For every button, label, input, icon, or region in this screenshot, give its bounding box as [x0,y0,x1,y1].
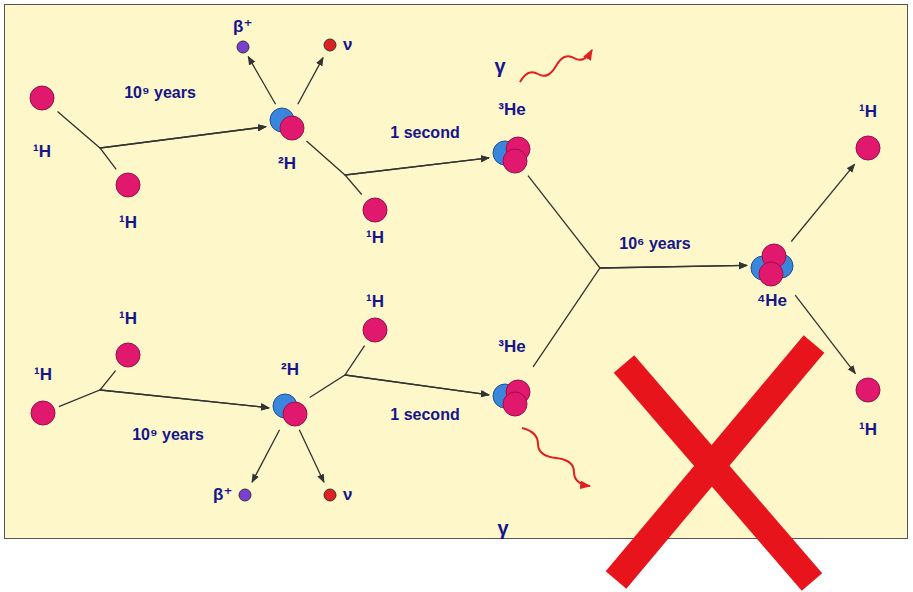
particle-node: ³He [492,337,532,417]
particle-label: ²H [281,360,299,380]
particle-label: ²H [278,154,296,174]
particle-label: ¹H [366,292,384,312]
reaction-arrow [307,141,490,175]
reaction-arrow [248,57,275,105]
particle-glyph [854,134,882,162]
neutrino-dot [324,39,336,51]
particle-label: ⁴He [757,291,787,311]
reaction-arrow [252,430,280,483]
cross-stroke [624,364,812,582]
gamma-label: γ [497,517,508,539]
particle-glyph [361,196,389,224]
particle-glyph [238,488,252,502]
particle-label: ν [343,485,352,505]
reaction-arrow [345,346,489,395]
time-label: 10⁶ years [619,234,690,253]
time-label: 10⁹ years [124,83,196,102]
particle-glyph [272,392,308,428]
particle-glyph [28,84,56,112]
particle-node: β⁺ [213,485,252,505]
gamma-wave [520,50,592,82]
reaction-arrow [791,164,854,241]
particle-glyph [492,136,532,174]
reaction-arrow [59,390,269,408]
proton-circle [116,173,140,197]
particle-glyph [114,341,142,369]
particle-glyph [236,40,250,54]
particle-label: ³He [498,337,525,357]
particle-label: ¹H [34,365,52,385]
reaction-arrow [299,430,324,483]
positron-dot [237,41,249,53]
gamma-wave [522,428,590,486]
reaction-arrow [345,158,489,195]
particle-glyph [29,399,57,427]
particle-label: β⁺ [233,17,252,37]
proton-circle [503,149,527,173]
particle-node: ¹H [854,376,882,440]
particle-label: ¹H [859,420,877,440]
particle-label: ¹H [119,309,137,329]
time-label: 1 second [390,405,459,424]
particle-label: ¹H [119,213,137,233]
proton-circle [856,378,880,402]
proton-circle [283,402,307,426]
particle-label: β⁺ [213,485,232,505]
particle-glyph [114,171,142,199]
particle-glyph [750,243,794,287]
particle-glyph [854,376,882,404]
particle-label: ³He [498,100,525,120]
particle-node: ¹H [361,196,389,248]
proton-circle [30,86,54,110]
proton-circle [363,318,387,342]
proton-circle [503,392,527,416]
proton-circle [31,401,55,425]
particle-node: ³He [492,100,532,174]
reaction-arrow [298,58,323,105]
proton-circle [759,262,783,286]
particle-label: ¹H [859,102,877,122]
reaction-arrow [100,127,266,170]
reaction-arrow [100,371,269,408]
particle-node: ν [323,485,352,505]
particle-node: ²H [272,360,308,428]
particle-node: β⁺ [233,17,252,54]
particle-node: ¹H [114,309,142,369]
cross-stroke [616,344,814,580]
particle-node: ¹H [28,84,56,162]
neutrino-dot [324,489,336,501]
particle-glyph [492,379,532,417]
reaction-arrow [310,375,489,398]
particle-label: ν [343,35,352,55]
proton-circle [280,116,304,140]
time-label: 1 second [390,123,459,142]
proton-circle [856,136,880,160]
reaction-arrow [795,295,855,373]
reaction-arrow [528,176,747,268]
proton-circle [116,343,140,367]
reaction-arrow [58,111,267,148]
reaction-arrow [533,265,747,366]
gamma-label: γ [494,55,505,77]
particle-node: ν [323,35,352,55]
particle-label: ¹H [33,142,51,162]
particle-node: ¹H [114,171,142,233]
proton-circle [363,198,387,222]
particle-glyph [323,38,337,52]
particle-glyph [323,488,337,502]
particle-node: ¹H [361,292,389,344]
positron-dot [239,489,251,501]
time-label: 10⁹ years [132,425,204,444]
particle-label: ¹H [366,228,384,248]
particle-node: ¹H [29,365,57,427]
particle-node: ⁴He [750,243,794,311]
particle-node: ¹H [854,102,882,162]
particle-glyph [361,316,389,344]
particle-glyph [269,106,305,142]
particle-node: ²H [269,106,305,174]
